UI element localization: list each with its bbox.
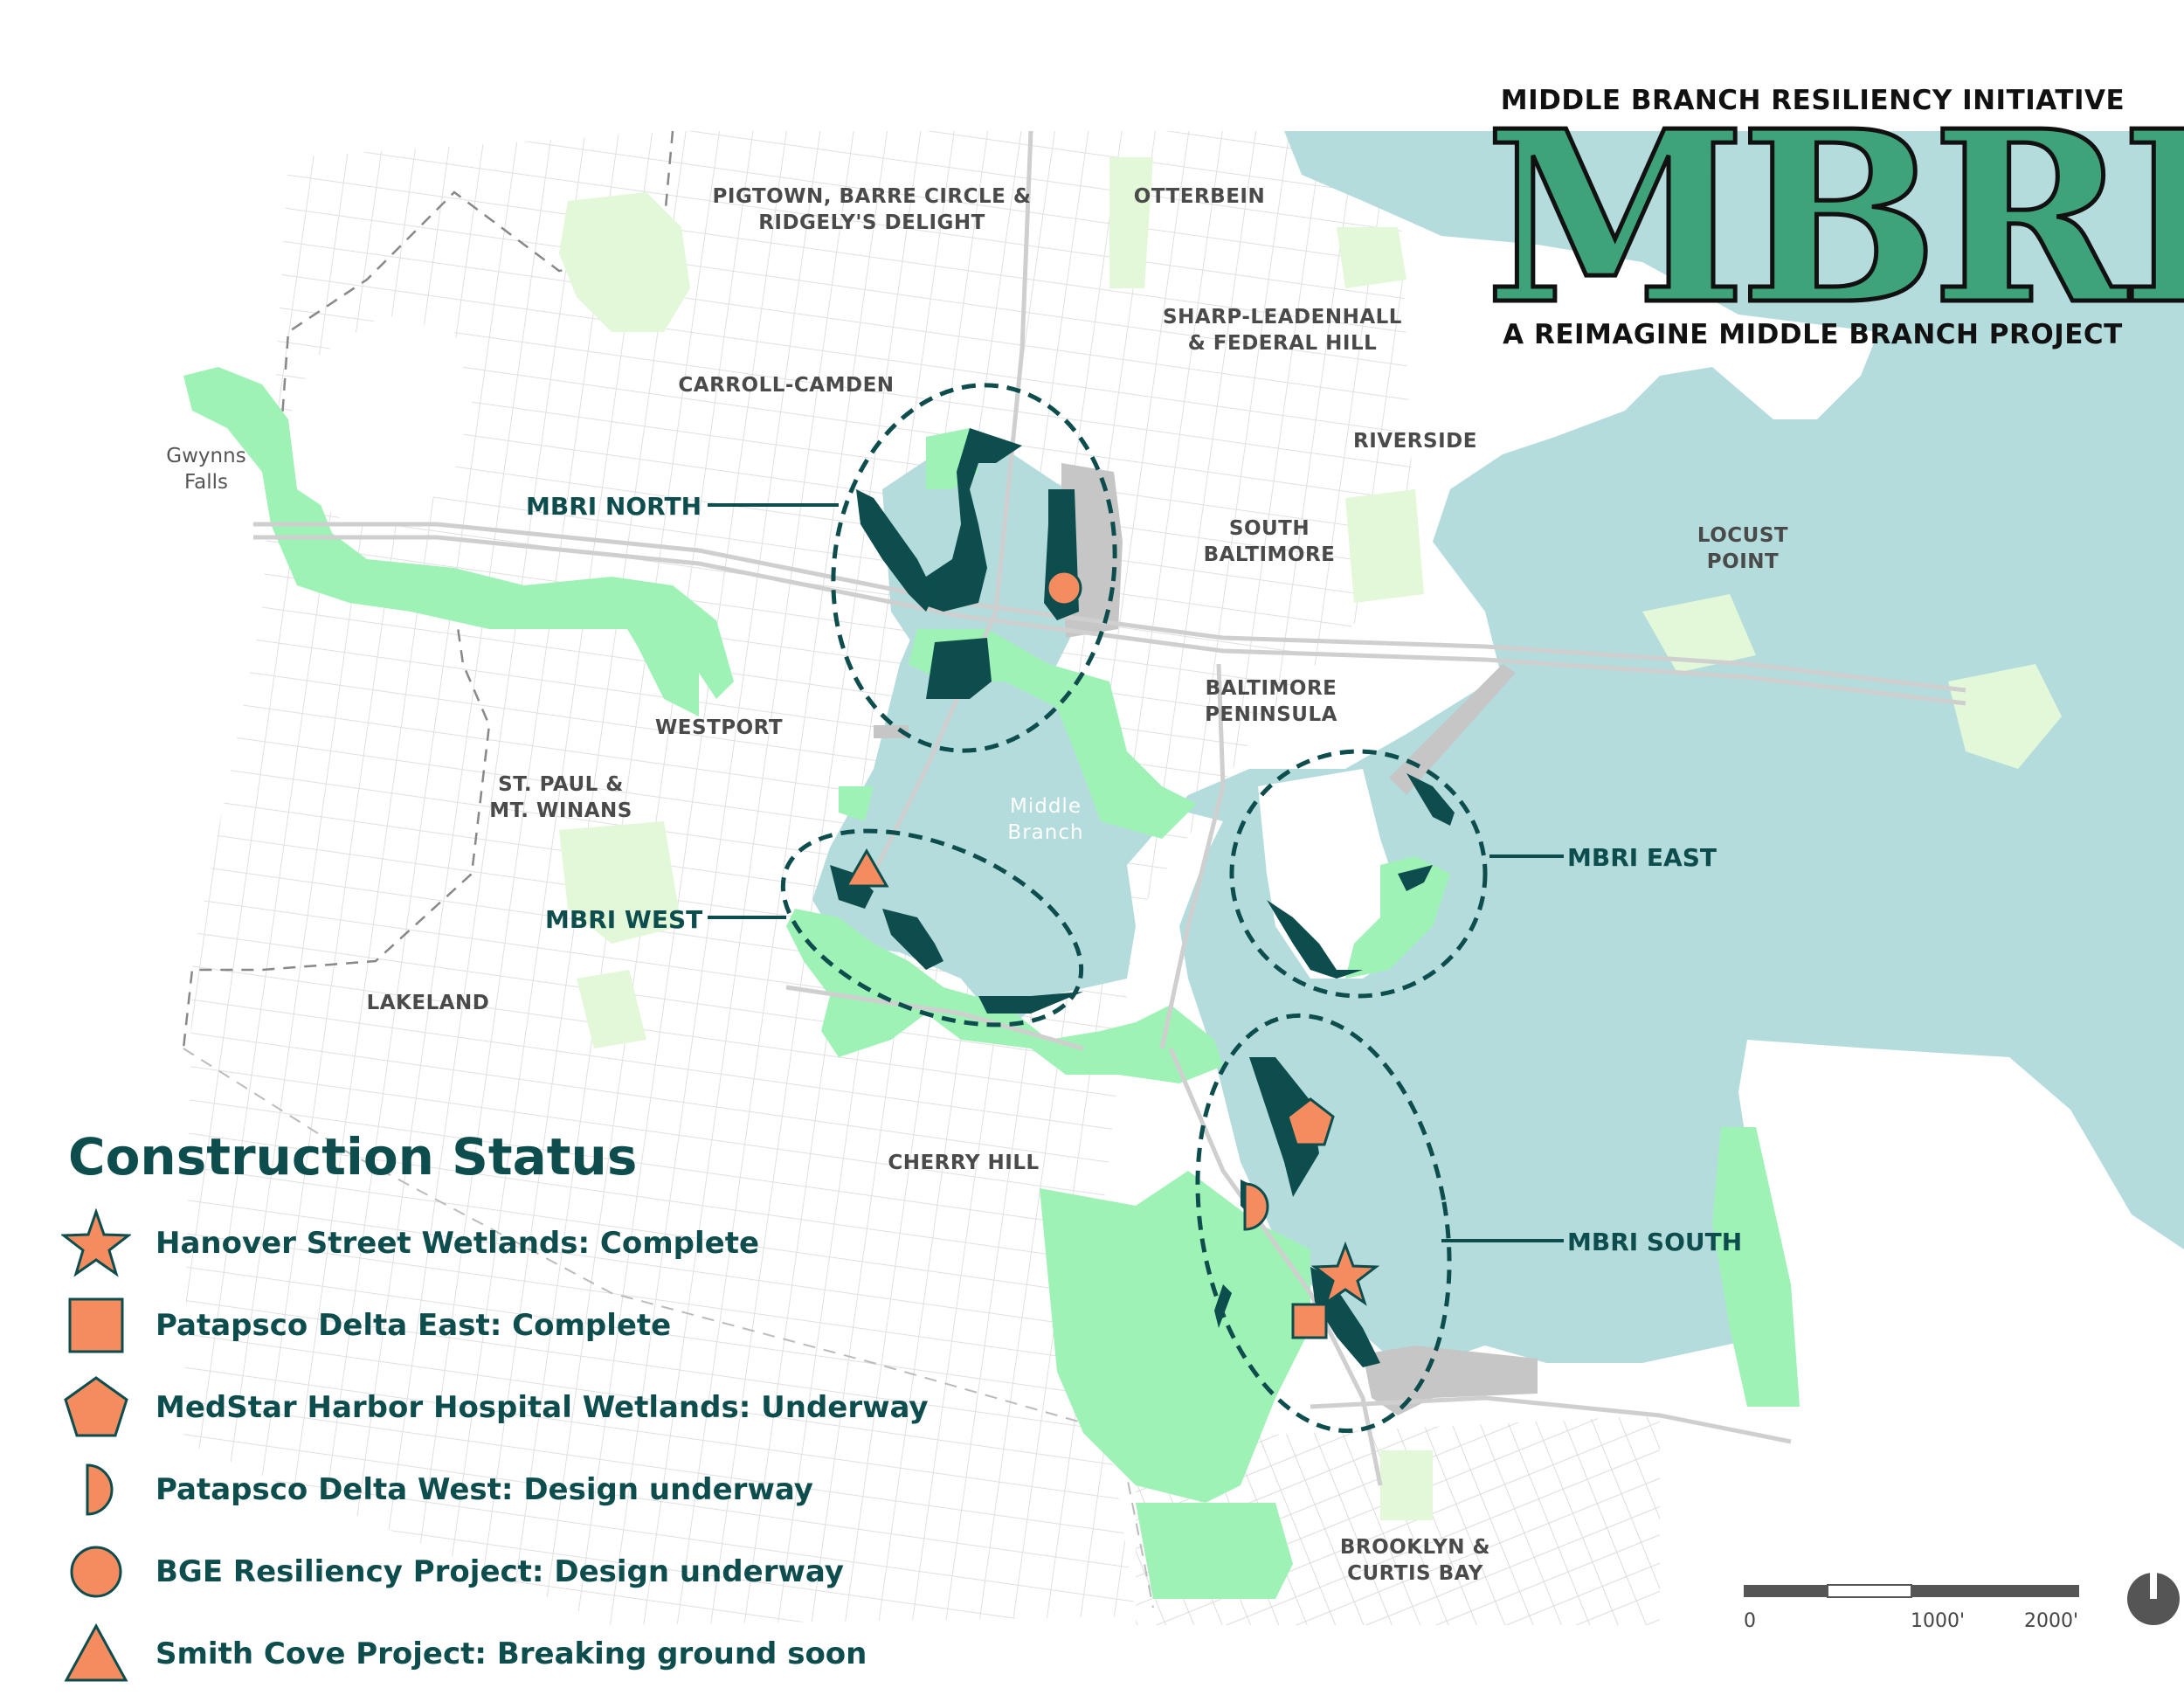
legend-title: Construction Status [68, 1127, 638, 1186]
legend-label: BGE Resiliency Project: Design underway [156, 1554, 844, 1589]
label-sharp-line2: & FEDERAL HILL [1188, 332, 1378, 355]
legend: Construction Status Hanover Street Wetla… [61, 1127, 1022, 1695]
mbri-west-outline [780, 828, 1084, 1027]
light-park-areas [288, 157, 2062, 1520]
legend-item: BGE Resiliency Project: Design underway [61, 1531, 1022, 1613]
park-areas [183, 367, 1800, 1599]
title-subtitle-top: MIDDLE BRANCH RESILIENCY INITIATIVE [1500, 85, 2125, 116]
label-gwynns-line2: Falls [184, 471, 228, 494]
legend-item: Smith Cove Project: Breaking ground soon [61, 1613, 1022, 1695]
square-icon [68, 1297, 124, 1353]
label-carroll-camden: CARROLL-CAMDEN [678, 374, 894, 397]
label-pigtown-line2: RIDGELY'S DELIGHT [758, 211, 985, 234]
scale-label-0: 0 [1744, 1610, 1756, 1632]
mbri-zone-outlines [780, 383, 1488, 1434]
triangle-icon [64, 1622, 128, 1682]
smith-cove-marker-triangle-icon [844, 848, 889, 888]
label-middle-branch-line2: Branch [1007, 821, 1083, 844]
label-middle-branch-line1: Middle [1010, 795, 1082, 818]
scale-bar: 0 1000' 2000' [1744, 1584, 2079, 1632]
title-block: MIDDLE BRANCH RESILIENCY INITIATIVE MBRI… [1483, 79, 2184, 356]
legend-label: Hanover Street Wetlands: Complete [156, 1226, 760, 1261]
north-arrow-icon [2127, 1573, 2180, 1625]
medstar-marker-pentagon-icon [1286, 1097, 1335, 1146]
label-stpaul-line2: MT. WINANS [489, 799, 632, 822]
place-labels: Gwynns Falls Middle Branch Harbor [166, 341, 1647, 844]
label-locust-line1: LOCUST [1697, 524, 1788, 547]
label-riverside: RIVERSIDE [1353, 430, 1477, 453]
neighborhood-labels: PIGTOWN, BARRE CIRCLE & RIDGELY'S DELIGH… [367, 185, 1788, 1585]
star-icon [61, 1208, 131, 1277]
label-peninsula-line1: BALTIMORE [1206, 677, 1337, 700]
legend-item: Patapsco Delta West: Design underway [61, 1449, 1022, 1531]
mbri-east-outline [1229, 749, 1488, 999]
label-peninsula-line2: PENINSULA [1205, 703, 1337, 726]
title-acronym: MBRI [1483, 79, 2184, 356]
label-pigtown-line1: PIGTOWN, BARRE CIRCLE & [713, 185, 1032, 208]
label-mbri-north: MBRI NORTH [526, 492, 702, 521]
half-circle-icon [86, 1463, 114, 1516]
label-brooklyn-line2: CURTIS BAY [1347, 1562, 1483, 1585]
scale-label-2000: 2000' [2024, 1610, 2078, 1632]
scale-label-1000: 1000' [1911, 1610, 1965, 1632]
label-harbor: Harbor [1572, 341, 1647, 363]
label-westport: WESTPORT [655, 716, 783, 739]
circle-icon [70, 1546, 122, 1598]
zone-leader-lines [708, 503, 1564, 1242]
legend-label: Patapsco Delta East: Complete [156, 1308, 672, 1343]
zone-labels: MBRI NORTH MBRI WEST MBRI EAST MBRI SOUT… [526, 492, 1742, 1256]
label-mbri-east: MBRI EAST [1567, 843, 1717, 872]
title-subtitle-bottom: A REIMAGINE MIDDLE BRANCH PROJECT [1503, 319, 2123, 350]
hanover-marker-star-icon [1310, 1241, 1380, 1306]
label-mbri-west: MBRI WEST [545, 905, 702, 934]
label-sharp-line1: SHARP-LEADENHALL [1163, 306, 1402, 329]
bge-marker-circle-icon [1046, 570, 1082, 606]
patapsco-east-marker-square-icon [1291, 1303, 1328, 1339]
project-markers [844, 570, 1380, 1339]
patapsco-west-marker-half-circle-icon [1243, 1182, 1269, 1231]
highways [253, 130, 1966, 1486]
mbri-north-outline [831, 383, 1117, 753]
label-locust-line2: POINT [1707, 550, 1779, 573]
legend-label: Patapsco Delta West: Design underway [156, 1472, 813, 1507]
label-south-baltimore-line2: BALTIMORE [1204, 543, 1336, 566]
mbri-south-outline [1195, 1013, 1452, 1434]
label-stpaul-line1: ST. PAUL & [498, 773, 624, 796]
legend-label: MedStar Harbor Hospital Wetlands: Underw… [156, 1390, 929, 1425]
industrial-areas [874, 463, 1538, 1415]
label-cherry-hill: CHERRY HILL [888, 1152, 1039, 1174]
pentagon-icon [64, 1376, 128, 1437]
label-mbri-south: MBRI SOUTH [1567, 1228, 1742, 1256]
label-otterbein: OTTERBEIN [1134, 185, 1265, 208]
legend-item: MedStar Harbor Hospital Wetlands: Underw… [61, 1366, 1022, 1449]
legend-item: Hanover Street Wetlands: Complete [61, 1202, 1022, 1284]
wetland-areas [830, 428, 1455, 1367]
label-brooklyn-line1: BROOKLYN & [1340, 1536, 1490, 1559]
legend-label: Smith Cove Project: Breaking ground soon [156, 1636, 867, 1671]
label-lakeland: LAKELAND [367, 992, 490, 1014]
label-gwynns-line1: Gwynns [166, 445, 245, 467]
label-south-baltimore-line1: SOUTH [1229, 517, 1310, 540]
legend-item: Patapsco Delta East: Complete [61, 1284, 1022, 1366]
